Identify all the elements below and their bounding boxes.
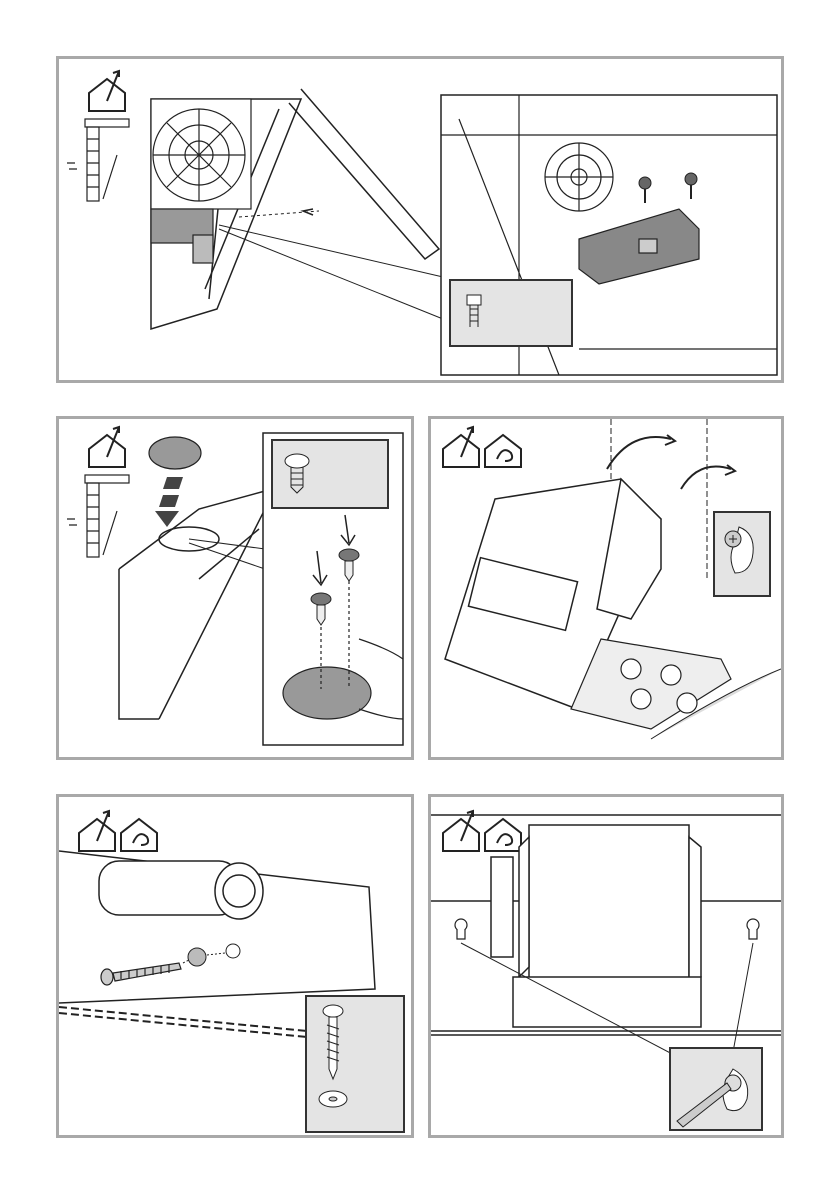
wall-plug-hole [226, 944, 240, 958]
panel-step-5 [428, 794, 784, 1138]
washer [188, 948, 206, 966]
screw-and-washer-icon [307, 997, 403, 1131]
screwdriver-detail-inset [669, 1047, 763, 1131]
panel-step-4 [56, 794, 414, 1138]
ducted-mode-icon [89, 71, 125, 111]
screw-washer-detail-inset [305, 995, 405, 1133]
wall-mount-icon [67, 119, 129, 201]
keyhole-slot-left [455, 919, 467, 939]
wall-plug-icon [715, 513, 769, 595]
illustration-motor-removal [59, 59, 781, 380]
screw-detail-inset [271, 439, 389, 509]
blower-motor [491, 825, 701, 1027]
screwdriver-detail-inset [713, 511, 771, 597]
screwdriver-icon [671, 1049, 761, 1129]
ducted-mode-icon [443, 811, 479, 851]
panel-step-2 [56, 416, 414, 760]
ducted-mode-icon [89, 427, 125, 467]
screw-icon [451, 281, 571, 345]
recirculation-mode-icon [485, 819, 521, 851]
wall-mount-icon [67, 475, 129, 557]
screw-detail-inset [449, 279, 573, 347]
panel-step-1 [56, 56, 784, 383]
panel-step-3 [428, 416, 784, 760]
keyhole-slot-right [747, 919, 759, 939]
ducted-mode-icon [79, 811, 115, 851]
ducted-mode-icon [443, 427, 479, 467]
blower-wheel [151, 99, 251, 209]
gas-hob [571, 639, 731, 729]
screw-icon [273, 441, 387, 507]
round-cover-plate [149, 437, 201, 469]
recirculation-mode-icon [485, 435, 521, 467]
recirculation-mode-icon [121, 819, 157, 851]
